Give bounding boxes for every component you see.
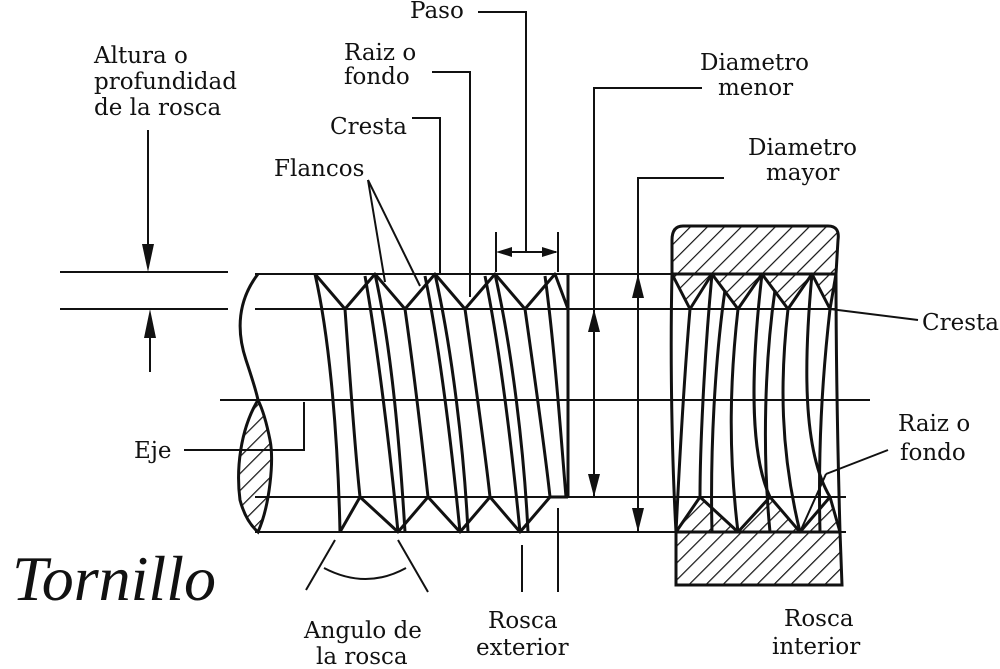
leaders <box>142 11 919 593</box>
diametro-menor-label-line1: Diametro <box>700 50 809 76</box>
arrow-head <box>144 309 156 338</box>
diametro-mayor-label-line2: mayor <box>766 160 839 186</box>
angulo-label-line2: la rosca <box>316 644 408 669</box>
diametro-mayor-label-line1: Diametro <box>748 135 857 161</box>
rosca-interior-label-line1: Rosca <box>784 606 854 632</box>
rosca-interior-label-line2: interior <box>772 634 860 660</box>
labels: Altura o profundidad de la rosca Raiz o … <box>12 0 999 669</box>
cresta-right-label: Cresta <box>922 310 999 336</box>
eje-label: Eje <box>134 438 172 464</box>
angulo-label-line1: Angulo de <box>303 618 422 644</box>
raiz-top-label-line1: Raiz o <box>344 40 416 66</box>
flancos-label: Flancos <box>274 156 364 182</box>
raiz-right-label-line2: fondo <box>900 440 966 466</box>
altura-label-line1: Altura o <box>93 43 188 69</box>
arrow-head <box>142 244 154 272</box>
paso-label: Paso <box>410 0 464 24</box>
rosca-exterior-label-line1: Rosca <box>488 608 558 634</box>
thread-profile-bottom <box>338 495 568 534</box>
cresta-top-label: Cresta <box>330 114 407 140</box>
nut-internal-thread <box>640 224 846 587</box>
altura-label-line3: de la rosca <box>94 95 222 121</box>
raiz-right-label-line1: Raiz o <box>898 411 970 437</box>
broken-end-section <box>237 273 273 535</box>
thread-profile-top <box>313 272 570 311</box>
external-thread <box>313 272 570 534</box>
title-tornillo: Tornillo <box>12 543 216 614</box>
raiz-top-label-line2: fondo <box>344 64 410 90</box>
altura-label-line2: profundidad <box>94 69 237 95</box>
rosca-exterior-label-line2: exterior <box>476 635 569 661</box>
screw-outline <box>60 271 870 533</box>
diametro-menor-label-line2: menor <box>718 75 793 101</box>
